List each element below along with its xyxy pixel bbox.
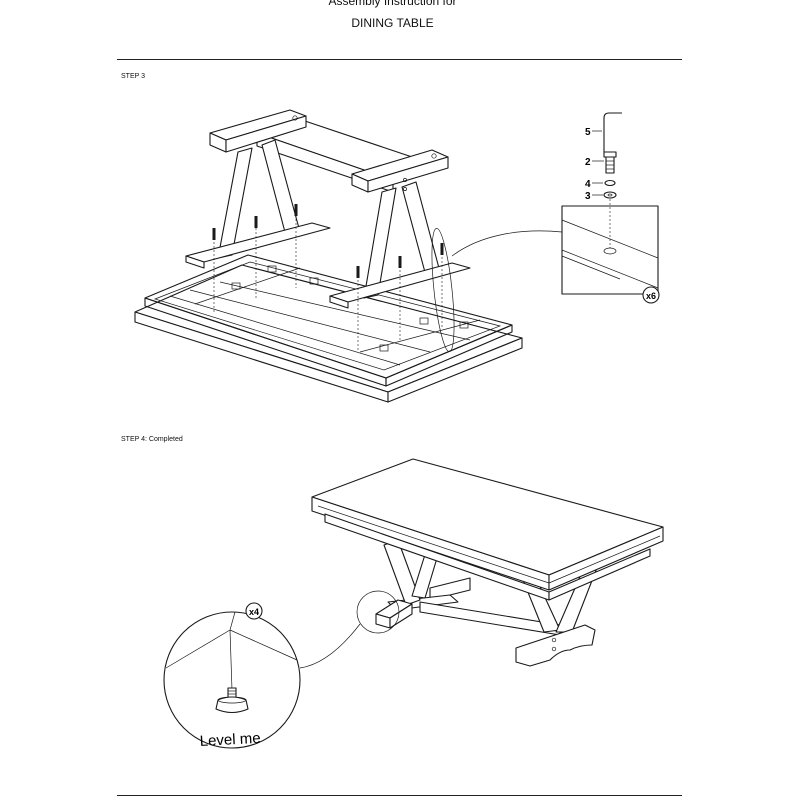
step3-quantity: x6 xyxy=(646,291,656,301)
bottom-divider xyxy=(117,795,682,796)
level-me-caption: Level me xyxy=(199,730,261,750)
step4-detail-circle: x4 Level me xyxy=(163,602,301,750)
doc-title-line1: Assembly Instruction for xyxy=(328,0,457,8)
bolts-and-guides xyxy=(212,204,444,350)
part-2-number: 2 xyxy=(585,157,591,168)
table-top-underside xyxy=(134,254,523,403)
top-divider xyxy=(117,59,682,60)
step3-label: STEP 3 xyxy=(121,73,145,80)
step4-completed-table: x4 Level me xyxy=(163,458,664,750)
step3-detail-box: x6 xyxy=(561,195,660,304)
doc-title-line2: DINING TABLE xyxy=(351,16,434,30)
step4-quantity: x4 xyxy=(249,607,259,617)
trestle-base xyxy=(185,109,471,309)
part-3-number: 3 xyxy=(585,191,591,202)
hardware-stack: 5 2 4 3 xyxy=(585,112,622,202)
part-4-number: 4 xyxy=(585,179,591,190)
part-5-number: 5 xyxy=(585,127,591,138)
step4-label: STEP 4: Completed xyxy=(121,436,183,443)
step3-exploded-diagram: x6 5 2 4 3 xyxy=(134,109,660,403)
